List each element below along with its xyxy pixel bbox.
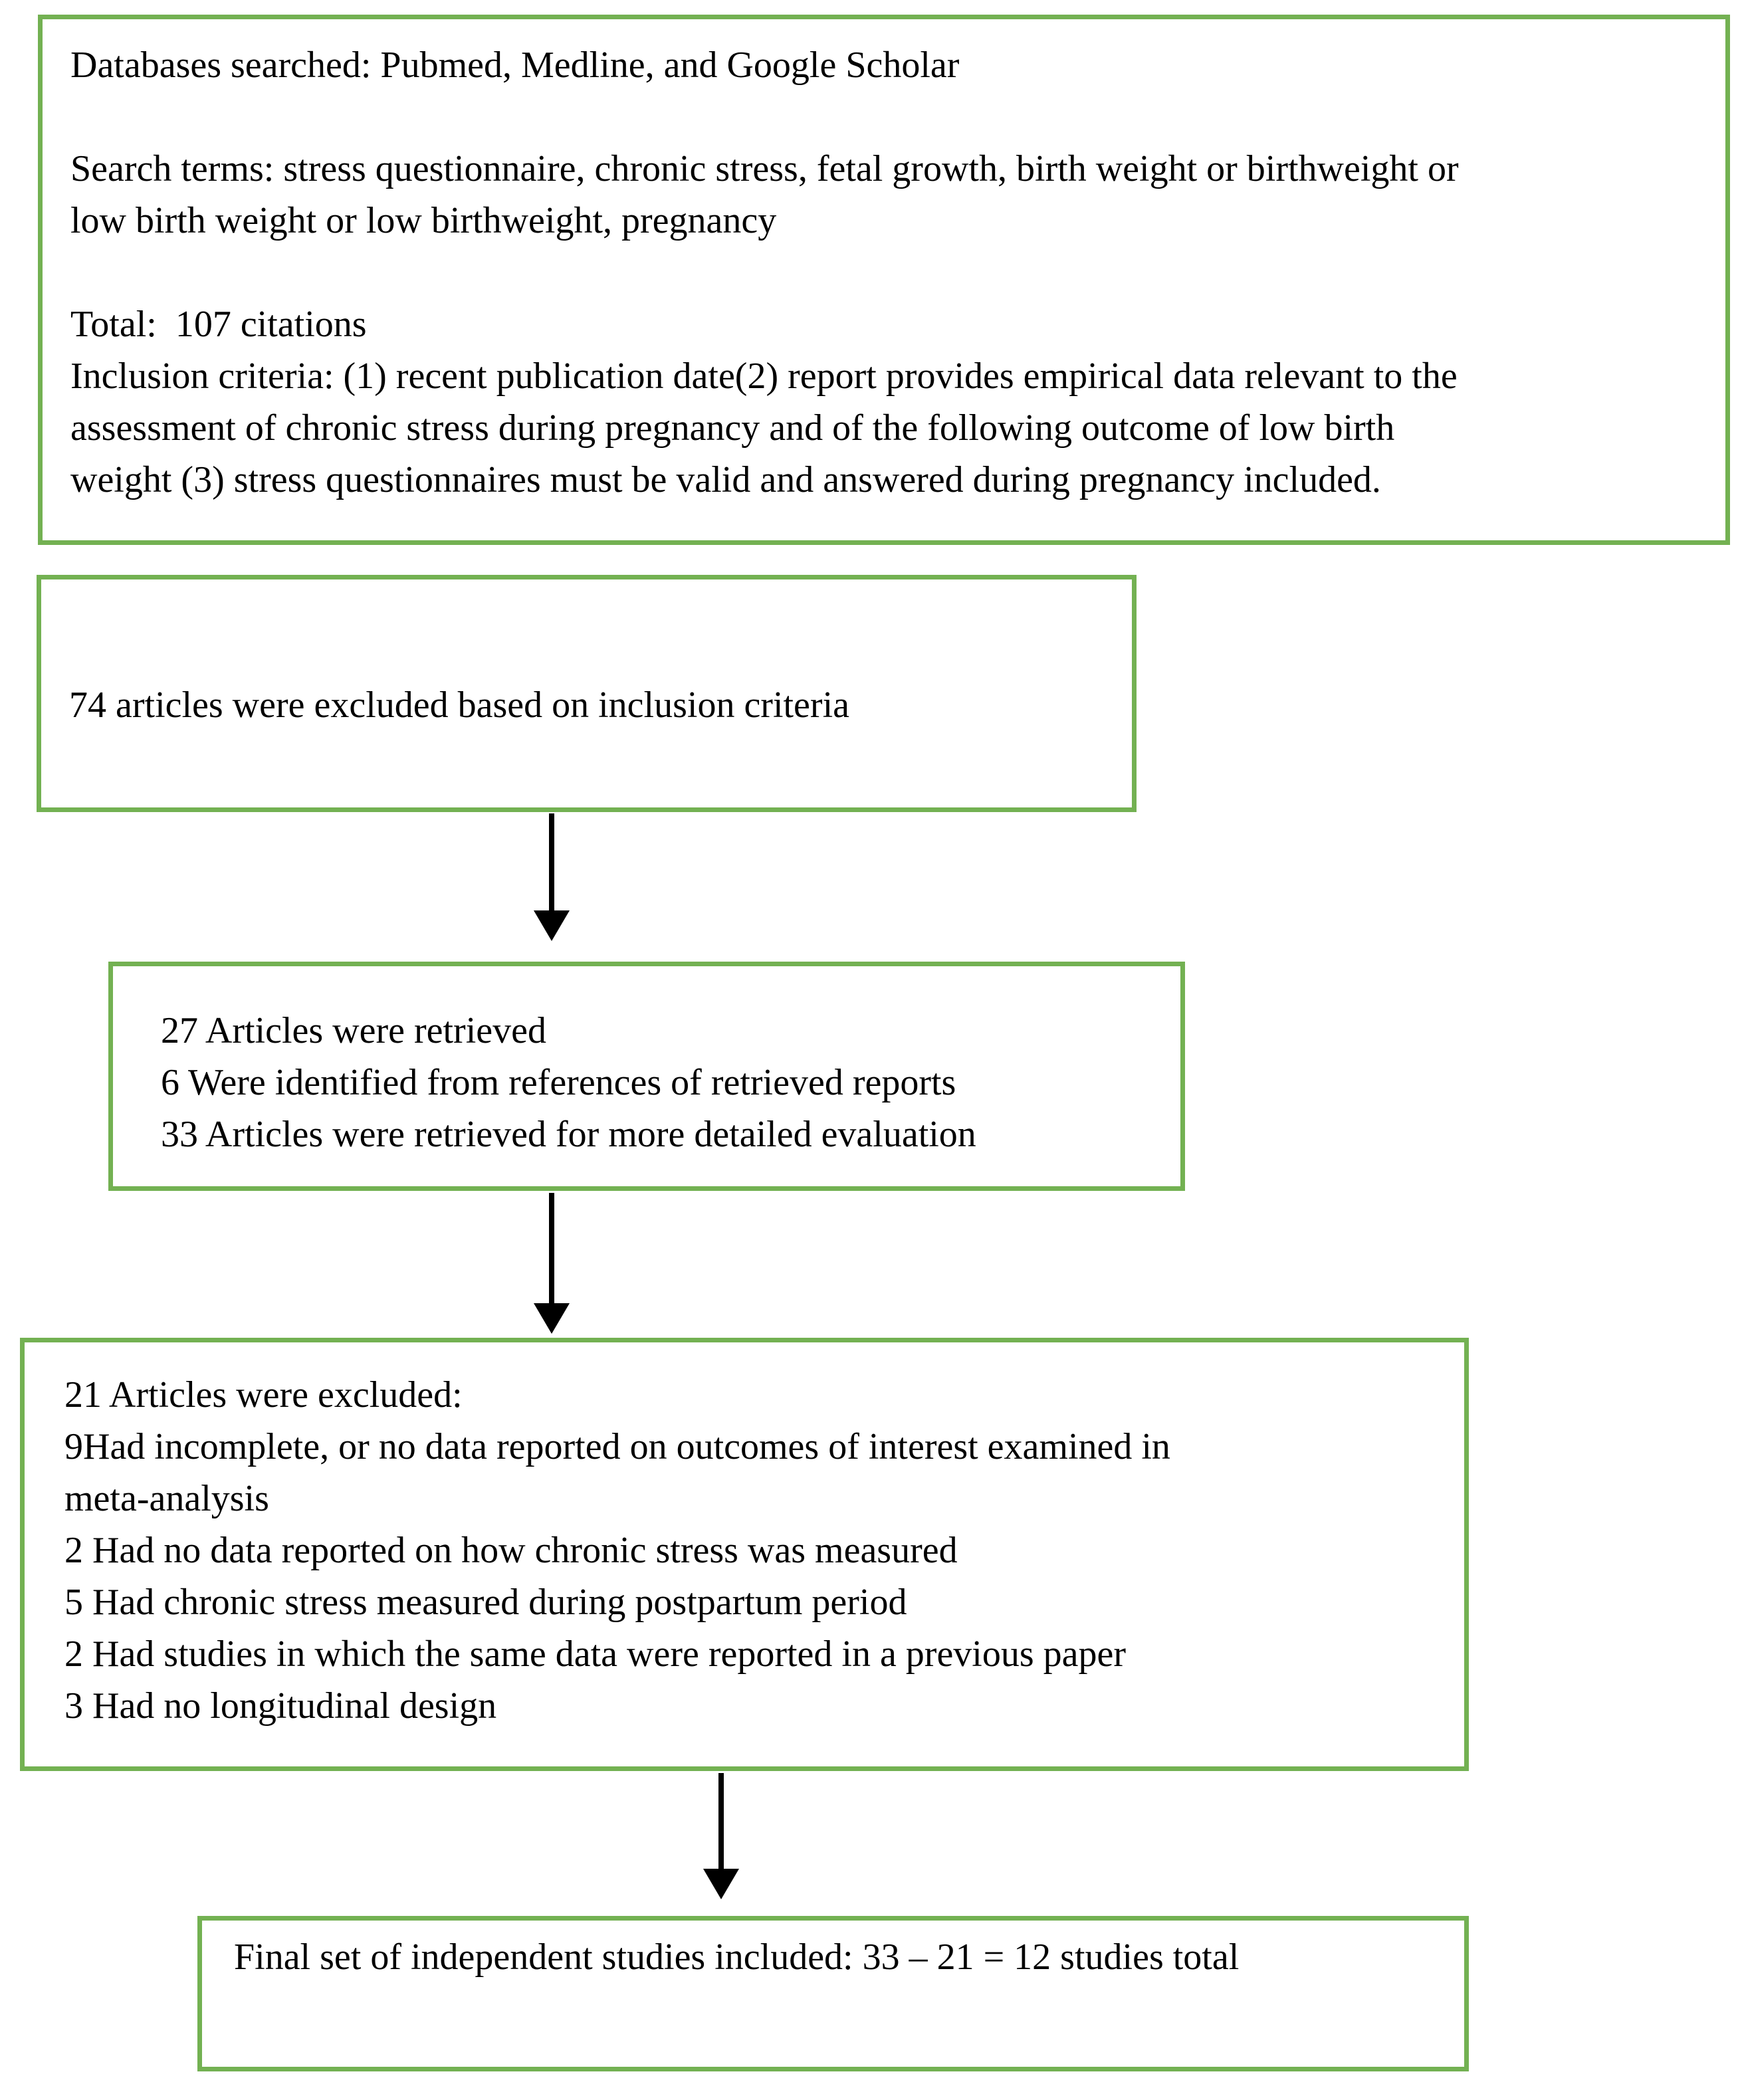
search-summary-line: weight (3) stress questionnaires must be… [70, 459, 1381, 500]
search-summary-box: Databases searched: Pubmed, Medline, and… [38, 15, 1730, 545]
final-set-box: Final set of independent studies include… [197, 1916, 1469, 2071]
arrow-shaft [549, 813, 554, 912]
retrieved-line: 27 Articles were retrieved [161, 1010, 546, 1051]
search-summary-line: low birth weight or low birthweight, pre… [70, 200, 777, 241]
retrieved-box: 27 Articles were retrieved 6 Were identi… [108, 962, 1185, 1191]
retrieved-line: 33 Articles were retrieved for more deta… [161, 1114, 976, 1155]
excluded-detailed-line: meta-analysis [64, 1478, 269, 1519]
search-summary-line [70, 91, 1705, 143]
search-summary-line: Total: 107 citations [70, 304, 367, 345]
excluded-detailed-line: 3 Had no longitudinal design [64, 1685, 497, 1727]
search-summary-line: assessment of chronic stress during preg… [70, 407, 1395, 449]
arrowhead-down-icon [534, 910, 570, 941]
retrieved-line: 6 Were identified from references of ret… [161, 1062, 956, 1103]
excluded-detailed-line: 2 Had no data reported on how chronic st… [64, 1530, 958, 1571]
arrow-shaft [549, 1193, 554, 1305]
search-summary-line: Inclusion criteria: (1) recent publicati… [70, 356, 1458, 397]
arrowhead-down-icon [703, 1869, 739, 1899]
search-summary-line: Search terms: stress questionnaire, chro… [70, 148, 1459, 189]
arrow-shaft [718, 1773, 724, 1870]
excluded-inclusion-line: 74 articles were excluded based on inclu… [69, 684, 849, 726]
arrowhead-down-icon [534, 1303, 570, 1334]
search-summary-line: Databases searched: Pubmed, Medline, and… [70, 45, 960, 86]
excluded-inclusion-box: 74 articles were excluded based on inclu… [37, 575, 1137, 812]
excluded-detailed-line: 5 Had chronic stress measured during pos… [64, 1582, 907, 1623]
excluded-detailed-box: 21 Articles were excluded: 9Had incomple… [20, 1338, 1469, 1771]
final-set-line: Final set of independent studies include… [234, 1937, 1240, 1978]
excluded-detailed-line: 21 Articles were excluded: [64, 1374, 463, 1416]
search-summary-line [70, 247, 1705, 298]
excluded-detailed-line: 9Had incomplete, or no data reported on … [64, 1426, 1170, 1467]
excluded-detailed-line: 2 Had studies in which the same data wer… [64, 1633, 1127, 1675]
